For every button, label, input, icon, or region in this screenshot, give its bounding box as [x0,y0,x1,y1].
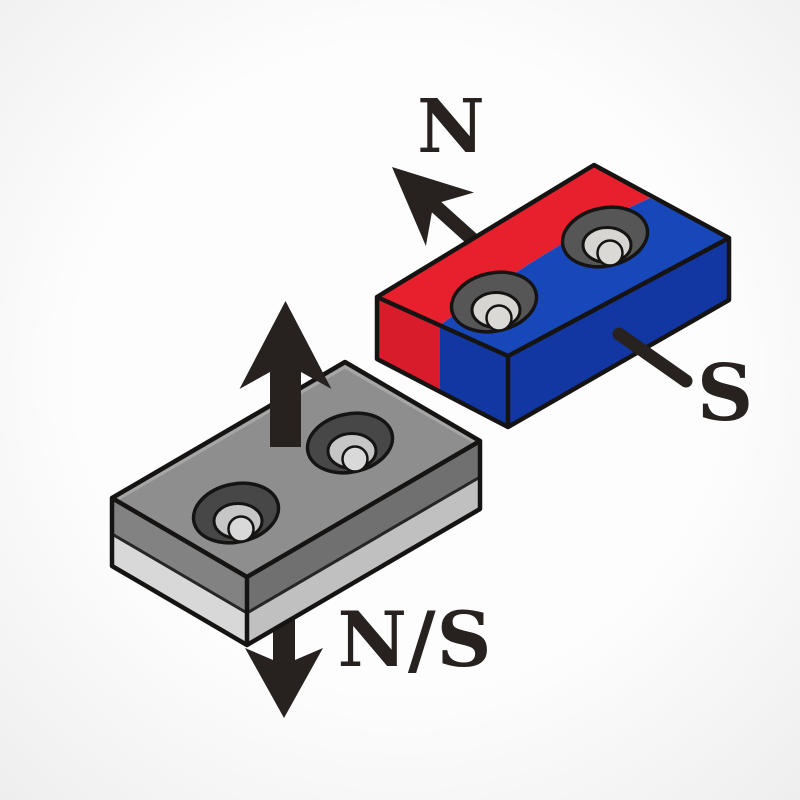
north-arrow [392,167,488,254]
top-magnet-outline [374,162,732,430]
hole-bore [596,239,624,267]
top-magnet-hole-rear [560,205,650,269]
top-magnet-hole-front [449,270,539,334]
bottom-magnet-outline [109,359,483,648]
hole-bore [341,445,369,473]
axial-poles-label: N/S [337,595,492,684]
gray-front-face-magnet-layer [247,441,480,613]
south-pole-label: S [697,348,753,439]
bottom-magnet [109,301,483,718]
gray-front-face-steel-layer [247,477,480,645]
top-magnet [374,162,732,430]
up-arrow [239,301,332,447]
hole-bore [227,515,255,543]
left-face-north-red [377,297,440,392]
top-face-highlight [117,365,477,501]
down-arrow-shape [245,583,323,718]
north-arrow-shape [392,167,488,254]
gray-left-face-magnet-layer [112,498,247,613]
top-face-north-red [377,165,650,325]
hole-bore [485,304,513,332]
bottom-magnet-hole-front [191,481,281,545]
north-pole-label: N [417,84,485,170]
gray-left-face-steel-layer [112,534,247,645]
down-arrow [245,583,323,718]
bottom-magnet-hole-rear [305,411,395,475]
up-arrow-shape [239,301,332,447]
south-pole-line [612,327,693,388]
